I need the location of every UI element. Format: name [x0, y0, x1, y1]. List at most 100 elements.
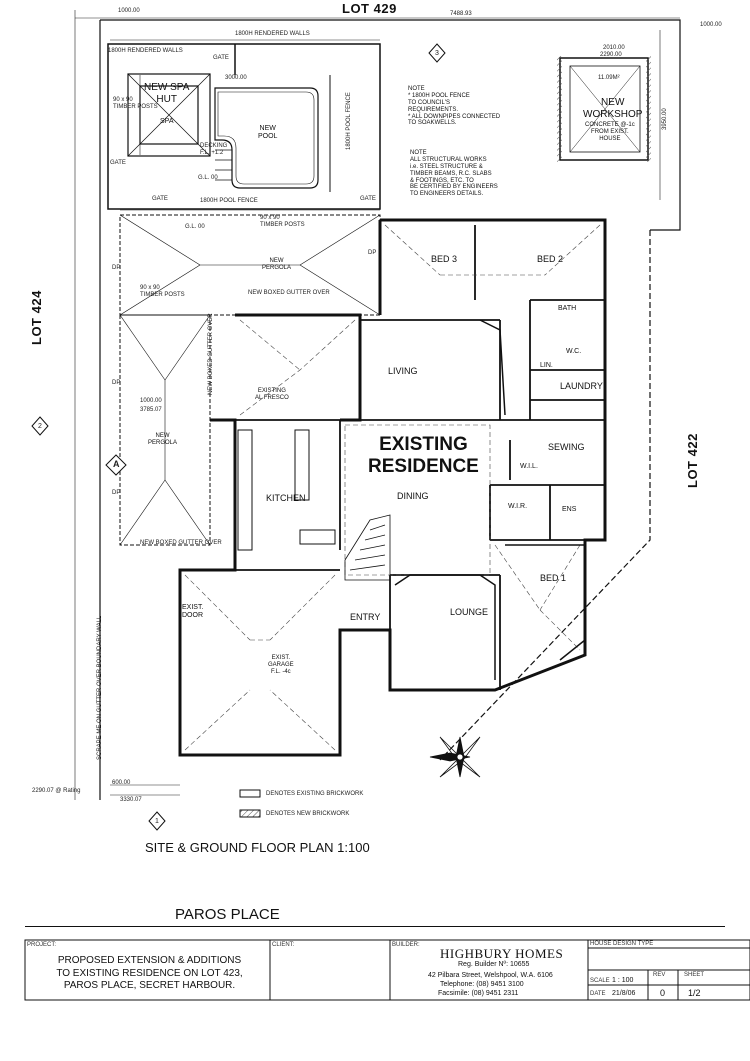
gutter-bottom-label: NEW BOXED GUTTER OVER: [140, 540, 222, 546]
room-dining: DINING: [397, 491, 429, 501]
timber-posts-b: 90 x 90 TIMBER POSTS: [260, 215, 305, 228]
builder-fax: Facsimile: (08) 9451 2311: [438, 990, 519, 997]
kitchen-bench: [237, 429, 336, 551]
dim-1000-left: 1000.00: [140, 398, 162, 404]
client-label: CLIENT:: [272, 942, 295, 948]
street-name: PAROS PLACE: [175, 906, 280, 923]
pergola-top: [119, 214, 381, 316]
dim-600: 600.00: [112, 780, 131, 786]
dim-side: 2290.07 @ Rating: [32, 788, 81, 794]
lounge-bay: [394, 574, 496, 680]
roof-lines: [184, 224, 601, 751]
room-wc: W.C.: [566, 348, 582, 355]
lot-424-label: LOT 424: [29, 290, 44, 345]
room-workshop: NEW WORKSHOP: [583, 97, 643, 120]
room-wir: W.I.R.: [508, 503, 528, 510]
downpipe-3: DP: [112, 490, 121, 496]
room-wil: W.I.L.: [520, 463, 538, 470]
ground-level-spa: G.L. 00: [198, 175, 218, 181]
date-label: DATE: [590, 991, 606, 997]
builder-reg: Reg. Builder Nº: 10655: [458, 961, 530, 968]
timber-posts-c: 90 x 90 TIMBER POSTS: [140, 285, 185, 298]
rev-label: REV: [653, 972, 666, 978]
project-description: PROPOSED EXTENSION & ADDITIONS TO EXISTI…: [56, 955, 243, 991]
section-marker-2: 2: [38, 423, 42, 430]
elevation-marker-a: A: [113, 459, 120, 469]
legend-existing-label: DENOTES EXISTING BRICKWORK: [266, 791, 364, 797]
dim-3950: 3950.00: [662, 108, 668, 130]
dim-3330: 3330.07: [120, 797, 142, 803]
room-bath: BATH: [558, 305, 577, 312]
street-line: [25, 926, 725, 927]
pool-fence-bottom-label: 1800H POOL FENCE: [200, 198, 258, 204]
dimension-lines: [74, 10, 680, 800]
date-value: 21/8/06: [612, 990, 636, 997]
section-marker-1: 1: [155, 818, 159, 825]
room-spa-hut: NEW SPA HUT: [144, 82, 190, 105]
builder-label: BUILDER:: [392, 942, 420, 948]
plan-title: SITE & GROUND FLOOR PLAN 1:100: [145, 840, 370, 855]
downpipe-1: DP: [112, 265, 121, 271]
dim-7488: 7488.93: [450, 11, 472, 17]
builder-address: 42 Pilbara Street, Welshpool, W.A. 6106: [428, 972, 553, 979]
living-bay: [479, 319, 506, 416]
dim-1000b: 1000.00: [700, 22, 722, 28]
builder-name: HIGHBURY HOMES: [440, 946, 564, 961]
dim-2290: 2290.00: [600, 52, 622, 58]
pool-fence-right-label: 1800H POOL FENCE: [346, 92, 352, 150]
sheet-label: SHEET: [684, 972, 705, 978]
house-design-label: HOUSE DESIGN TYPE: [590, 941, 654, 947]
room-lounge: LOUNGE: [450, 607, 489, 617]
scale-value: 1 : 100: [612, 977, 634, 984]
rendered-walls-left-label: 1800H RENDERED WALLS: [108, 48, 183, 54]
gate-1: GATE: [213, 55, 229, 61]
rev-value: 0: [660, 988, 666, 998]
workshop-note: CONCRETE @-1c FROM EXIST. HOUSE: [585, 122, 635, 142]
legend-symbols: [239, 789, 261, 818]
pool-area: [107, 43, 381, 210]
spa-level: DECKING F.L. +1.2: [200, 143, 228, 156]
north-arrow-icon: [429, 736, 481, 778]
note-structural: NOTE ALL STRUCTURAL WORKS i.e. STEEL STR…: [410, 150, 498, 198]
new-brickwork-hatch: [646, 56, 651, 162]
room-bed1: BED 1: [540, 573, 567, 583]
gate-2: GATE: [110, 160, 126, 166]
room-pergola-left: NEW PERGOLA: [148, 433, 178, 446]
ground-level-pergola: G.L. 00: [185, 224, 205, 230]
downpipe-2: DP: [112, 380, 121, 386]
downpipe-4: DP: [368, 250, 377, 256]
spa-hut: [127, 73, 211, 157]
room-sewing: SEWING: [548, 442, 585, 452]
section-marker-symbols: [31, 43, 446, 831]
boundary-wall-note: SCRAPE ME ON GUTTER OVER BOUNDARY WALL: [97, 615, 103, 760]
workshop-area: 11.09M²: [598, 75, 620, 81]
room-alfresco: EXISTING AL FRESCO: [255, 388, 289, 401]
gutter-over-label: NEW BOXED GUTTER OVER: [248, 290, 330, 296]
dim-3000: 3000.00: [225, 75, 247, 81]
room-laundry: LAUNDRY: [560, 381, 603, 391]
gate-4: GATE: [360, 196, 376, 202]
room-garage: EXIST. GARAGE F.L. -4c: [268, 655, 294, 675]
section-marker-3: 3: [435, 50, 439, 57]
sheet-value: 1/2: [688, 988, 701, 998]
timber-posts-a: 90 x 90 TIMBER POSTS: [113, 97, 158, 110]
room-kitchen: KITCHEN: [266, 493, 306, 503]
dim-3785: 3785.07: [140, 407, 162, 413]
new-brickwork-hatch: [557, 56, 562, 162]
gutter-left-label: NEW BOXED GUTTER OVER: [208, 313, 214, 395]
rendered-walls-label: 1800H RENDERED WALLS: [235, 31, 310, 37]
existing-door-label: EXIST. DOOR: [182, 604, 204, 620]
room-linen: LIN.: [540, 362, 553, 369]
dim-1000: 1000.00: [118, 8, 140, 14]
room-bed2: BED 2: [537, 254, 564, 264]
pergola-left: [119, 314, 211, 546]
room-spa: SPA: [160, 118, 174, 125]
room-entry: ENTRY: [350, 612, 381, 622]
site-boundary: [99, 19, 681, 800]
builder-phone: Telephone: (08) 9451 3100: [440, 981, 524, 988]
room-ensuite: ENS: [562, 506, 577, 513]
stair: [344, 514, 391, 581]
existing-residence-label: EXISTING RESIDENCE: [368, 434, 479, 477]
room-pool: NEW POOL: [258, 125, 278, 141]
lot-429-label: LOT 429: [342, 1, 397, 16]
